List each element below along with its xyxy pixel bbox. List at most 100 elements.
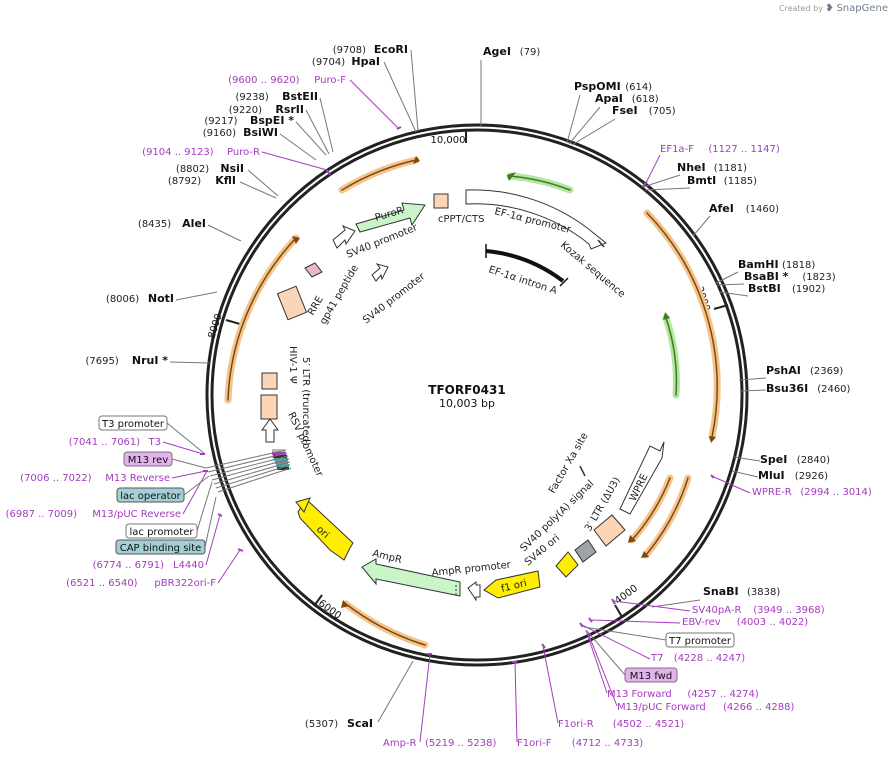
leader-line bbox=[166, 422, 206, 455]
site-label: BstBI bbox=[748, 282, 781, 295]
box-cap-binding-site[interactable]: CAP binding site bbox=[115, 539, 206, 555]
box-t3-promoter[interactable]: T3 promoter bbox=[98, 415, 168, 431]
feature-label-gp41: gp41 peptide bbox=[318, 263, 361, 326]
feature-ampr[interactable]: AmpR bbox=[361, 548, 461, 597]
site-position: (705) bbox=[649, 106, 676, 117]
box-cap-binding-site-box bbox=[115, 539, 206, 555]
site-position: (8802) bbox=[176, 164, 209, 175]
backbone-ring-outer bbox=[205, 123, 749, 667]
leader-line bbox=[719, 291, 749, 297]
primer-range: (6774 .. 6791) bbox=[93, 560, 165, 571]
factor-xa-marker bbox=[579, 465, 586, 477]
leader-line bbox=[196, 481, 213, 532]
site-position: (1823) bbox=[802, 272, 835, 283]
credit-brand: SnapGene bbox=[836, 3, 888, 14]
box-m13-fwd[interactable]: M13 fwd bbox=[624, 667, 678, 683]
leader-line bbox=[716, 283, 745, 286]
leader-line bbox=[410, 49, 419, 132]
feature-label-ltr5: 5′ LTR (truncated) bbox=[300, 357, 311, 446]
leader-line bbox=[211, 458, 290, 481]
leader-line bbox=[514, 661, 518, 743]
feature-f1-ori[interactable]: f1 ori bbox=[483, 570, 541, 599]
leader-line bbox=[571, 118, 616, 146]
leader-line bbox=[209, 455, 289, 477]
site-position: (2369) bbox=[810, 366, 843, 377]
leader-line bbox=[644, 187, 691, 191]
leader-line bbox=[586, 630, 626, 676]
site-label: NsiI bbox=[220, 162, 244, 175]
feature-sv40-promoter-2[interactable]: SV40 promoter bbox=[361, 263, 428, 326]
leader-line bbox=[305, 109, 330, 155]
tick-mark bbox=[225, 319, 241, 325]
primer-range: (6987 .. 7009) bbox=[6, 509, 78, 520]
primer-range: (4228 .. 4247) bbox=[674, 653, 746, 664]
leader-line bbox=[583, 626, 667, 641]
lac-region-features bbox=[272, 449, 289, 470]
box-lac-promoter[interactable]: lac promoter bbox=[125, 523, 198, 539]
leader-line bbox=[239, 181, 277, 199]
snapgene-logo: ❥ bbox=[825, 3, 834, 14]
site-position: (1181) bbox=[714, 163, 747, 174]
box-m13-rev-label: M13 rev bbox=[128, 455, 169, 466]
leader-line bbox=[279, 133, 317, 161]
leader-line bbox=[651, 599, 701, 608]
site-position: (8792) bbox=[168, 176, 201, 187]
site-label: KflI bbox=[215, 174, 236, 187]
leader-line bbox=[183, 475, 210, 496]
site-position: (1460) bbox=[746, 204, 779, 215]
primer-label: M13/pUC Forward bbox=[617, 702, 706, 713]
tick-mark bbox=[713, 304, 729, 310]
feature-ef1a-intron[interactable]: EF-1α intron A bbox=[485, 244, 569, 297]
site-position: (9708) bbox=[333, 45, 366, 56]
leader-line bbox=[542, 645, 559, 724]
primer-range: (6521 .. 6540) bbox=[66, 578, 138, 589]
box-m13-rev[interactable]: M13 rev bbox=[123, 451, 173, 467]
site-position: (5307) bbox=[305, 719, 338, 730]
feature-label-ampr-promoter: AmpR promoter bbox=[431, 560, 512, 579]
leader-line bbox=[215, 464, 291, 489]
leader-line bbox=[207, 224, 242, 242]
orf-arrowheads bbox=[292, 156, 716, 608]
tick-label: 10,000 bbox=[431, 135, 466, 146]
primer-label: L4440 bbox=[173, 560, 204, 571]
leader-line bbox=[169, 361, 210, 364]
leader-line bbox=[585, 629, 608, 694]
leader-line bbox=[613, 600, 691, 612]
feature-cppt[interactable]: cPPT/CTS bbox=[433, 193, 484, 225]
primer-range: (9600 .. 9620) bbox=[228, 75, 300, 86]
site-label: ScaI bbox=[347, 717, 373, 730]
site-position: (9238) bbox=[236, 92, 269, 103]
feature-hiv-psi[interactable]: HIV-1 Ψ bbox=[260, 346, 298, 420]
plasmid-length: 10,003 bp bbox=[439, 397, 495, 410]
box-t7-promoter[interactable]: T7 promoter bbox=[665, 632, 735, 648]
site-position: (614) bbox=[625, 82, 652, 93]
feature-rsv-promoter[interactable]: RSV promoter bbox=[261, 411, 325, 480]
leader-line bbox=[738, 377, 767, 381]
box-t7-promoter-label: T7 promoter bbox=[668, 636, 732, 647]
leader-line bbox=[383, 61, 417, 133]
leader-line bbox=[642, 174, 681, 188]
primer-label: Amp-R bbox=[383, 738, 417, 749]
leader-lines bbox=[162, 49, 767, 743]
box-lac-operator[interactable]: lac operator bbox=[116, 487, 185, 503]
feature-ef1a-promoter[interactable]: EF-1α promoter bbox=[465, 189, 607, 250]
leader-line bbox=[419, 653, 431, 743]
feature-ori[interactable]: ori bbox=[295, 497, 354, 561]
primer-label: T3 bbox=[148, 437, 161, 448]
primer-label: Puro-F bbox=[314, 75, 346, 86]
site-label: Bsu36I bbox=[766, 382, 808, 395]
leader-line bbox=[175, 291, 218, 301]
primer-label: M13 Forward bbox=[607, 689, 672, 700]
site-position: (618) bbox=[632, 94, 659, 105]
box-t3-promoter-label: T3 promoter bbox=[101, 419, 165, 430]
box-lac-promoter-label: lac promoter bbox=[130, 527, 195, 538]
feature-rre[interactable]: RRE bbox=[276, 285, 326, 321]
site-label: BspEI * bbox=[250, 114, 294, 127]
site-label: SpeI bbox=[760, 453, 787, 466]
box-m13-rev-box bbox=[123, 451, 173, 467]
kozak-marker bbox=[597, 239, 605, 248]
site-position: (9220) bbox=[229, 105, 262, 116]
feature-ltr5[interactable]: 5′ LTR (truncated) bbox=[261, 357, 311, 446]
site-label: ApaI bbox=[595, 92, 623, 105]
primer-label: M13/pUC Reverse bbox=[92, 509, 181, 520]
